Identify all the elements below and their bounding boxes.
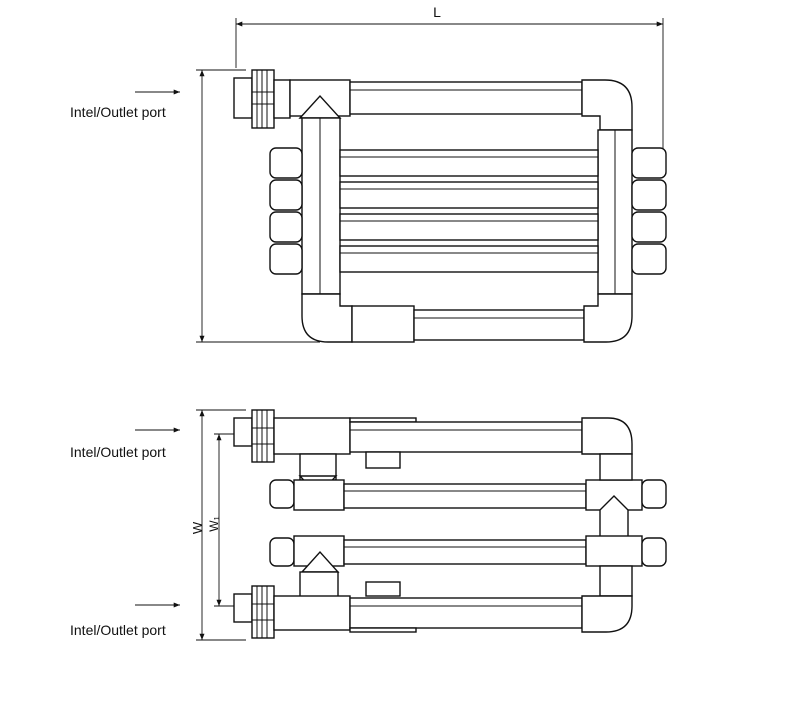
clip-upper xyxy=(365,451,401,469)
endcap-row3-right xyxy=(641,537,667,567)
tube-row-1 xyxy=(269,147,667,179)
port-label-side-upper: Intel/Outlet port xyxy=(70,444,166,460)
manifold-left xyxy=(301,117,341,295)
endcap-row3-left xyxy=(269,537,295,567)
flange-lower xyxy=(349,627,417,633)
tube-row-4 xyxy=(269,243,667,275)
stem-row2-right xyxy=(599,453,633,481)
elbow-side-bottom-right xyxy=(581,595,633,633)
tee-row3-right xyxy=(585,535,643,567)
elbow-side-top-right xyxy=(581,417,633,455)
top-view: L Intel/Outlet port xyxy=(70,4,667,343)
endcap-row2-right xyxy=(641,479,667,509)
tube-row-3 xyxy=(269,211,667,243)
dimension-width-inner-label: W₁ xyxy=(207,516,221,531)
port-label-top-view: Intel/Outlet port xyxy=(70,104,166,120)
elbow-top-right xyxy=(581,79,633,131)
pipe-side-top xyxy=(349,421,583,453)
port-label-side-lower: Intel/Outlet port xyxy=(70,622,166,638)
pipe-side-bottom xyxy=(349,597,583,629)
dimension-height-top-view xyxy=(196,69,320,343)
tee-row2-left xyxy=(293,479,345,511)
coupling-bottom xyxy=(351,305,415,343)
elbow-bottom-right xyxy=(583,293,633,343)
side-view: W W₁ Intel/Outlet port Intel/Outlet port xyxy=(70,409,667,641)
tube-row-2 xyxy=(269,179,667,211)
pipe-top-return xyxy=(349,81,583,115)
dimension-width-label: W xyxy=(190,521,205,534)
dimension-width: W xyxy=(190,409,246,641)
tee-side-lower xyxy=(273,595,351,631)
dimension-length-label: L xyxy=(433,4,441,20)
dimension-width-inner: W₁ xyxy=(207,433,240,607)
endcap-row2-left xyxy=(269,479,295,509)
threaded-connector-side-lower xyxy=(233,585,275,639)
tee-stem-lower xyxy=(299,571,339,599)
dimension-length: L xyxy=(235,4,664,150)
clip-lower xyxy=(365,581,401,597)
threaded-connector-top xyxy=(233,69,291,129)
tube-bank-top-view xyxy=(269,147,667,275)
threaded-connector-side-upper xyxy=(233,409,275,463)
stem-row3-right xyxy=(599,565,633,597)
tee-side-upper xyxy=(273,417,351,455)
elbow-bottom-left xyxy=(301,293,353,343)
pipe-row2 xyxy=(343,483,587,509)
pipe-row3 xyxy=(343,539,587,565)
pipe-bottom-return xyxy=(413,309,585,341)
